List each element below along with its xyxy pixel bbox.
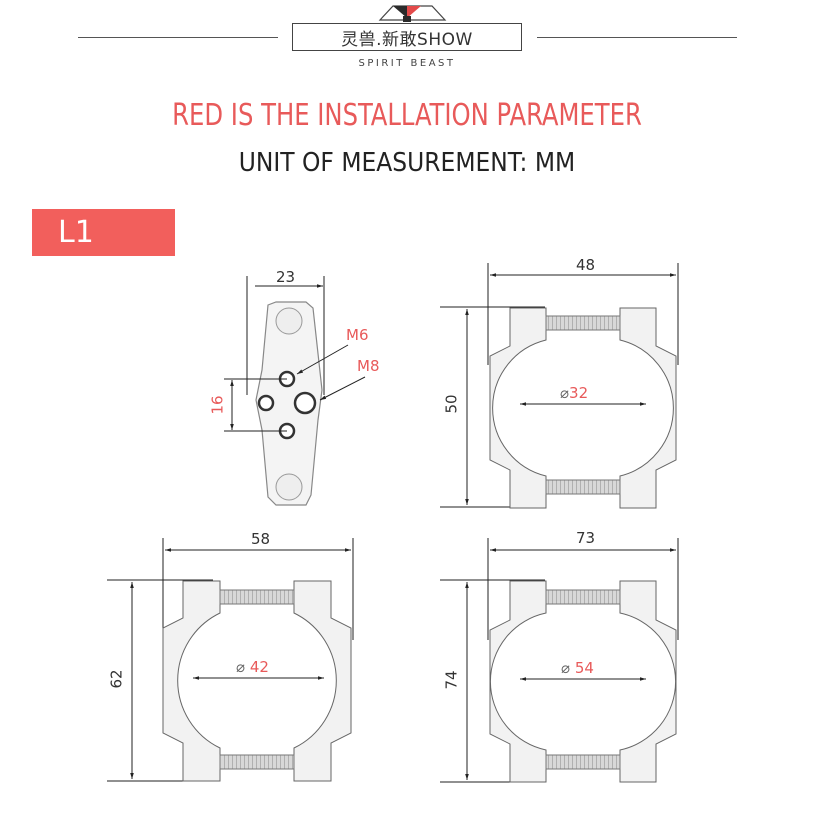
clamp-54-diameter-label: ⌀ 54 xyxy=(561,659,594,677)
brand-title: 灵兽.新敢SHOW xyxy=(341,29,473,50)
clamp-42-diameter-label: ⌀ 42 xyxy=(236,658,269,676)
brand-logo-icon xyxy=(378,5,447,22)
clamp-54-drawing xyxy=(440,538,679,783)
plate-hole-spacing-label: 16 xyxy=(208,395,227,415)
clamp-32-diameter-label: ⌀32 xyxy=(560,384,589,402)
plate-m6-label: M6 xyxy=(346,326,369,344)
subheadline: UNIT OF MEASUREMENT: MM xyxy=(238,148,576,178)
clamp-54-height-label: 74 xyxy=(442,670,461,690)
clamp-32-width-label: 48 xyxy=(576,256,596,274)
diameter-symbol-icon: ⌀ xyxy=(236,658,246,676)
clamp-42-height-label: 62 xyxy=(107,669,126,689)
clamp-32-drawing xyxy=(440,263,679,509)
header-rule-left xyxy=(78,37,278,38)
clamp-32-height-label: 50 xyxy=(442,394,461,414)
brand-title-box: 灵兽.新敢SHOW xyxy=(292,23,522,51)
clamp-42-width-label: 58 xyxy=(251,530,271,548)
headline: RED IS THE INSTALLATION PARAMETER xyxy=(172,98,642,133)
section-badge: L1 xyxy=(32,209,175,256)
diameter-symbol-icon: ⌀ xyxy=(561,659,571,677)
plate-width-label: 23 xyxy=(276,268,296,286)
plate-m8-label: M8 xyxy=(357,357,380,375)
clamp-54-width-label: 73 xyxy=(576,529,596,547)
header-rule-right xyxy=(537,37,737,38)
brand-subtitle: SPIRIT BEAST xyxy=(358,58,456,69)
clamp-42-drawing xyxy=(107,538,354,782)
mounting-plate-drawing xyxy=(224,276,366,506)
diameter-symbol-icon: ⌀ xyxy=(560,384,570,402)
